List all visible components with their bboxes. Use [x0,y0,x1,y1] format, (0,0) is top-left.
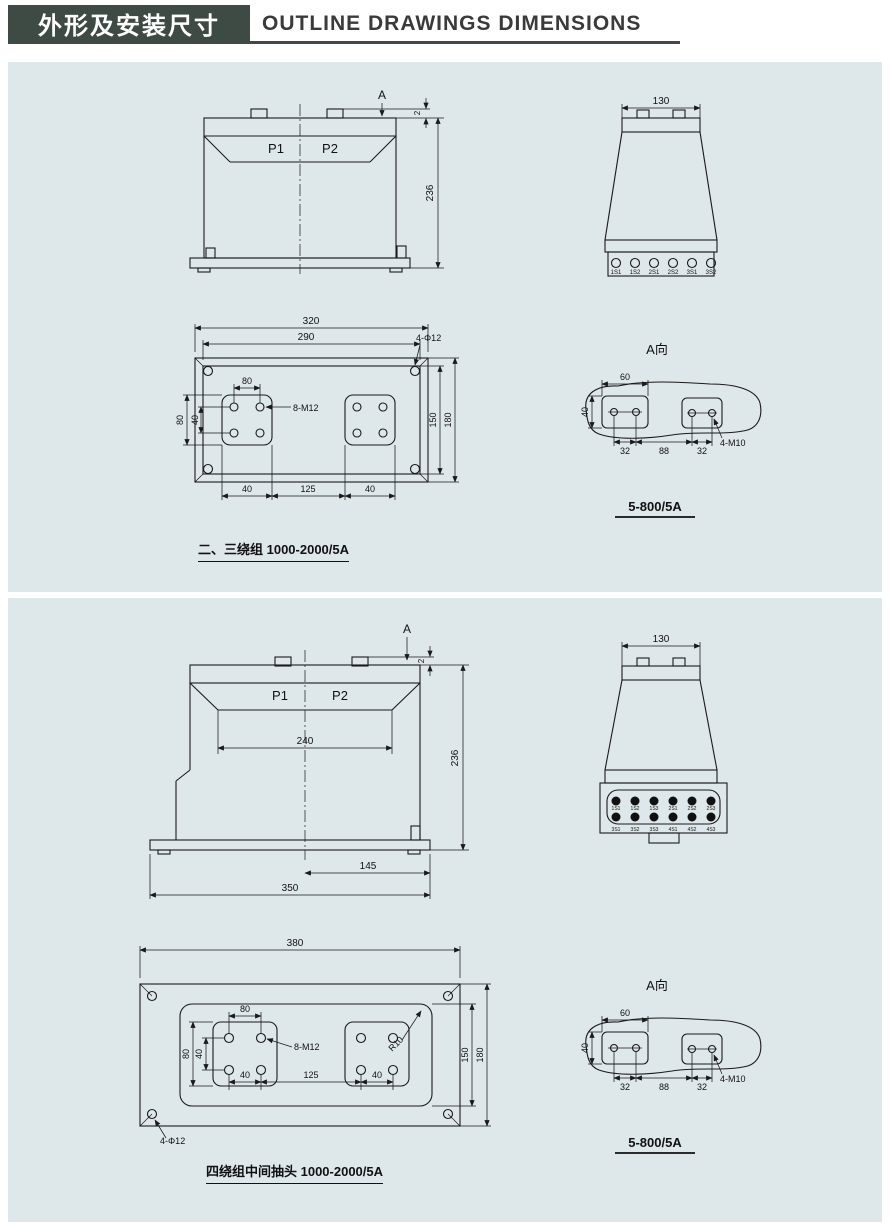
rating-label: 5-800/5A [628,1135,682,1150]
dim-88-label: 88 [659,1082,669,1092]
terminal-label: 1S2 [630,270,641,276]
page-title-en: OUTLINE DRAWINGS DIMENSIONS [262,12,642,35]
terminal-label: 2S3 [707,806,716,812]
panel2-drawing: A P1 P2 [139,622,762,1154]
dim-window-label: 240 [297,736,314,747]
dim-60-label: 60 [620,1008,630,1018]
dim-180-label: 180 [475,1047,485,1062]
dim-80h-label: 80 [240,1004,250,1014]
dim-145-label: 145 [360,861,377,872]
side-view: 130 1S1 1S2 2S1 2S2 3S1 3S2 [604,96,718,277]
dim-width-label: 130 [653,96,670,107]
terminal-label: 1S2 [631,806,640,812]
thread-4m10-label: 4-M10 [720,1074,746,1084]
dim-60-label: 60 [620,372,630,382]
radius-label: R10 [387,1035,406,1054]
terminal-label: 4S1 [669,827,678,833]
dim-b40r-label: 40 [372,1070,382,1080]
a-view-detail: A向 60 40 [580,978,762,1154]
panel1-drawing: P1 P2 A 2 236 130 [175,88,762,518]
view-direction-label: A [378,88,386,102]
view-direction-label: A [403,622,411,636]
terminal-label: 3S2 [631,827,640,833]
dim-32r-label: 32 [697,1082,707,1092]
thread-4m10-label: 4-M10 [720,438,746,448]
terminal-label: 2S1 [649,270,660,276]
dim-cap-thickness-label: 2 [417,658,426,663]
dim-width-label: 130 [653,634,670,645]
front-view: P1 P2 A 2 236 [189,88,444,274]
terminal-label: 4S3 [707,827,716,833]
terminal-label: 3S1 [612,827,621,833]
terminal-label: 1S3 [650,806,659,812]
side-view: 130 1S1 [599,634,728,844]
dim-32l-label: 32 [620,1082,630,1092]
terminal-label: 1S1 [611,270,622,276]
dim-150-label: 150 [460,1047,470,1062]
dim-40-label: 40 [580,1043,590,1053]
panel1-caption: 二、三绕组 1000-2000/5A [198,539,350,562]
dim-80h-label: 80 [242,376,252,386]
page-title-cn: 外形及安装尺寸 [8,5,250,41]
dim-cap-thickness-label: 2 [413,110,422,115]
a-view-detail: A向 60 40 [580,342,762,518]
a-view-title: A向 [646,342,668,357]
dim-290-label: 290 [298,332,315,343]
plan-view: 320 290 4-Φ12 [175,316,459,500]
dim-height-label: 236 [425,184,436,201]
terminal-label: 3S2 [706,270,717,276]
dim-180-label: 180 [443,412,453,427]
terminal-label: 3S1 [687,270,698,276]
terminal-label: 4S2 [688,827,697,833]
dim-150-label: 150 [428,412,438,427]
dim-b125-label: 125 [303,1070,318,1080]
p2-terminal-label: P2 [322,141,338,156]
panel-four-winding: A P1 P2 [8,598,882,1222]
dim-320-label: 320 [303,316,320,327]
dim-40-label: 40 [580,407,590,417]
front-view: A P1 P2 [149,622,469,899]
panel2-caption: 四绕组中间抽头 1000-2000/5A [206,1161,384,1184]
terminal-label: 2S2 [688,806,697,812]
dim-88-label: 88 [659,446,669,456]
dim-base-label: 350 [282,883,299,894]
corner-holes-label: 4-Φ12 [160,1136,185,1146]
dim-80v-label: 80 [175,415,185,425]
terminal-label: 2S1 [669,806,678,812]
p2-terminal-label: P2 [332,688,348,703]
dim-32r-label: 32 [697,446,707,456]
p1-terminal-label: P1 [272,688,288,703]
dim-380-label: 380 [287,938,304,949]
terminal-label: 2S2 [668,270,679,276]
dim-40v-label: 40 [194,1049,204,1059]
dim-height-label: 236 [450,749,461,766]
thread-holes-label: 8-M12 [293,403,319,413]
panel-two-three-winding: P1 P2 A 2 236 130 [8,62,882,592]
plan-view: 380 R10 [139,938,491,1146]
dim-b40l-label: 40 [240,1070,250,1080]
corner-holes-label: 4-Φ12 [416,333,441,343]
dim-b125-label: 125 [300,484,315,494]
dim-80v-label: 80 [181,1049,191,1059]
dim-b40r-label: 40 [365,484,375,494]
terminal-label: 3S3 [650,827,659,833]
dim-b40l-label: 40 [242,484,252,494]
dim-32l-label: 32 [620,446,630,456]
rating-label: 5-800/5A [628,499,682,514]
a-view-title: A向 [646,978,668,993]
thread-holes-label: 8-M12 [294,1042,320,1052]
header-rule [8,41,680,44]
p1-terminal-label: P1 [268,141,284,156]
terminal-label: 1S1 [612,806,621,812]
dim-40v-label: 40 [190,415,200,425]
